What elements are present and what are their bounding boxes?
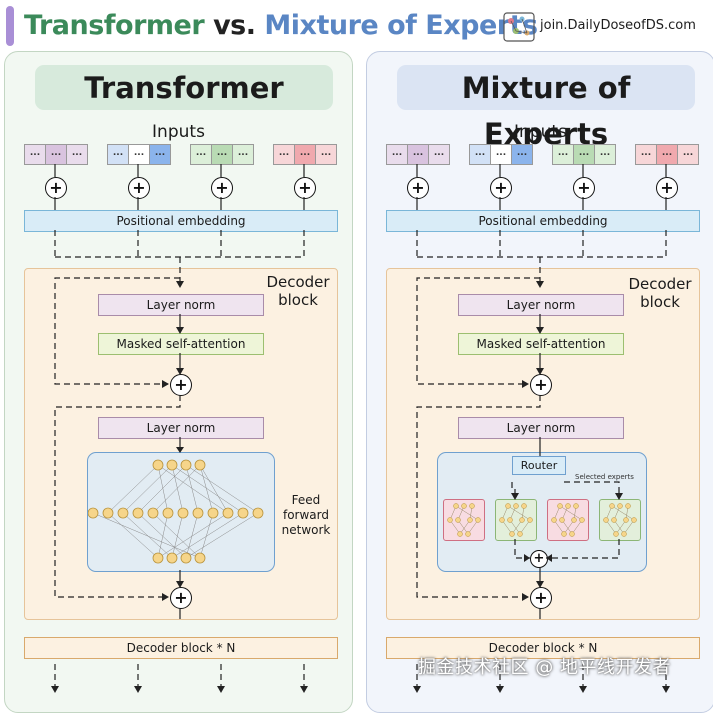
- token: ...: [294, 144, 316, 165]
- decoder-block-repeat: Decoder block * N: [386, 637, 700, 659]
- positional-embedding: Positional embedding: [24, 210, 338, 232]
- add-icon: +: [490, 177, 512, 199]
- token-group-1: ... ... ...: [24, 144, 88, 165]
- token: ...: [45, 144, 67, 165]
- token: ...: [66, 144, 88, 165]
- token: ...: [232, 144, 254, 165]
- layer-norm-1: Layer norm: [458, 294, 624, 316]
- decoder-block-label: Decoder block: [266, 273, 330, 309]
- token: ...: [24, 144, 46, 165]
- title-transformer: Transformer: [24, 10, 205, 41]
- selected-experts-label: Selected experts: [575, 473, 634, 481]
- header-accent-bar: [6, 6, 14, 46]
- token: ...: [211, 144, 233, 165]
- token: ...: [469, 144, 491, 165]
- expert-1: [443, 499, 485, 541]
- add-icon: +: [294, 177, 316, 199]
- transformer-panel: Transformer Inputs ... ... ... ... ... .…: [4, 51, 353, 713]
- feed-forward-network: [87, 452, 275, 572]
- residual-add-icon: +: [530, 587, 552, 609]
- moe-title: Mixture of Experts: [397, 65, 695, 151]
- token: ...: [428, 144, 450, 165]
- add-icon: +: [45, 177, 67, 199]
- layer-norm-1: Layer norm: [98, 294, 264, 316]
- masked-self-attention: Masked self-attention: [458, 333, 624, 355]
- token: ...: [594, 144, 616, 165]
- token: ...: [490, 144, 512, 165]
- token: ...: [635, 144, 657, 165]
- token: ...: [315, 144, 337, 165]
- token: ...: [511, 144, 533, 165]
- moe-panel: Mixture of Experts Inputs ... ... ... ..…: [366, 51, 713, 713]
- transformer-inputs-label: Inputs: [152, 122, 205, 142]
- token-group-1: ... ... ...: [386, 144, 450, 165]
- brand-logo-icon: [503, 12, 535, 42]
- add-icon: +: [407, 177, 429, 199]
- token: ...: [128, 144, 150, 165]
- add-icon: +: [211, 177, 233, 199]
- moe-inputs-label: Inputs: [514, 122, 567, 142]
- positional-embedding: Positional embedding: [386, 210, 700, 232]
- token: ...: [107, 144, 129, 165]
- residual-add-icon: +: [170, 374, 192, 396]
- title-moe: Mixture of Experts: [264, 10, 538, 41]
- decoder-block-label: Decoder block: [628, 275, 692, 311]
- decoder-block-repeat: Decoder block * N: [24, 637, 338, 659]
- expert-2: [495, 499, 537, 541]
- title-vs: vs.: [213, 10, 256, 41]
- token: ...: [552, 144, 574, 165]
- token: ...: [573, 144, 595, 165]
- expert-network-icon: [447, 503, 481, 537]
- masked-self-attention: Masked self-attention: [98, 333, 264, 355]
- token-group-4: ... ... ...: [273, 144, 337, 165]
- expert-network-icon: [551, 503, 585, 537]
- residual-add-icon: +: [530, 374, 552, 396]
- expert-sum-icon: +: [530, 550, 548, 568]
- token-group-4: ... ... ...: [635, 144, 699, 165]
- token-group-3: ... ... ...: [190, 144, 254, 165]
- token-group-2: ... ... ...: [107, 144, 171, 165]
- watermark: 掘金技术社区 @ 地平线开发者: [418, 657, 671, 678]
- token: ...: [677, 144, 699, 165]
- page-title: Transformer vs. Mixture of Experts: [24, 10, 538, 41]
- ffn-label: Feed forward network: [281, 493, 331, 537]
- add-icon: +: [656, 177, 678, 199]
- expert-network-icon: [603, 503, 637, 537]
- layer-norm-2: Layer norm: [98, 417, 264, 439]
- token: ...: [656, 144, 678, 165]
- expert-network-icon: [499, 503, 533, 537]
- add-icon: +: [128, 177, 150, 199]
- token: ...: [149, 144, 171, 165]
- expert-3: [547, 499, 589, 541]
- add-icon: +: [573, 177, 595, 199]
- residual-add-icon: +: [170, 587, 192, 609]
- expert-4: [599, 499, 641, 541]
- brand-link[interactable]: join.DailyDoseofDS.com: [540, 18, 696, 33]
- layer-norm-2: Layer norm: [458, 417, 624, 439]
- token: ...: [407, 144, 429, 165]
- token: ...: [386, 144, 408, 165]
- neural-network-icon: [87, 459, 264, 564]
- router: Router: [512, 456, 566, 475]
- token: ...: [273, 144, 295, 165]
- transformer-title: Transformer: [35, 65, 333, 110]
- token: ...: [190, 144, 212, 165]
- token-group-3: ... ... ...: [552, 144, 616, 165]
- token-group-2: ... ... ...: [469, 144, 533, 165]
